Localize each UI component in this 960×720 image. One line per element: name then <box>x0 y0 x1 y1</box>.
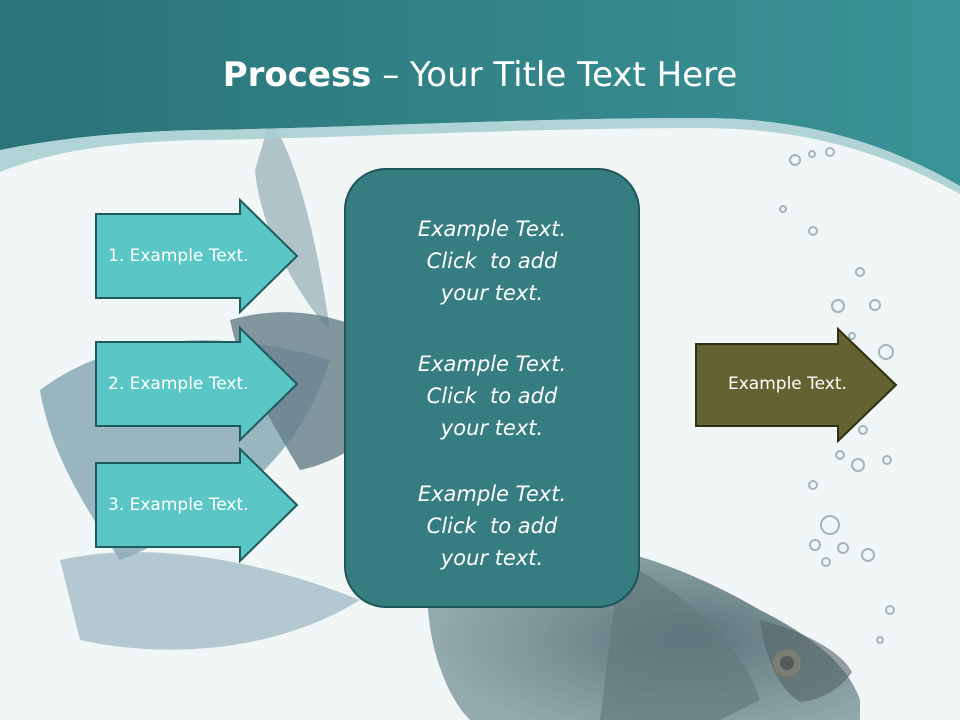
process-arrow-2-label: 2. Example Text. <box>108 374 249 394</box>
process-arrow-3[interactable] <box>94 447 300 563</box>
center-paragraph-1-line-3: your text. <box>440 281 544 305</box>
center-paragraph-1-line-1: Example Text. <box>417 217 567 241</box>
center-paragraph-2-line-1: Example Text. <box>417 352 567 376</box>
result-arrow[interactable] <box>694 327 900 443</box>
center-paragraph-2-line-3: your text. <box>440 416 544 440</box>
header-band <box>0 0 960 186</box>
process-arrow-2[interactable] <box>94 326 300 442</box>
result-arrow-label: Example Text. <box>728 374 847 394</box>
title-rest: – Your Title Text Here <box>371 55 738 95</box>
title-bold: Process <box>222 55 372 95</box>
center-paragraph-3-line-3: your text. <box>440 546 544 570</box>
center-paragraph-2-line-2: Click to add <box>426 384 558 408</box>
center-paragraph-3: Example Text. Click to add your text. <box>344 478 640 574</box>
center-text-box[interactable] <box>344 168 640 608</box>
process-arrow-1-label: 1. Example Text. <box>108 246 249 266</box>
center-paragraph-3-line-2: Click to add <box>426 514 558 538</box>
center-paragraph-1: Example Text. Click to add your text. <box>344 213 640 309</box>
process-arrow-3-label: 3. Example Text. <box>108 495 249 515</box>
page-title: Process – Your Title Text Here <box>0 52 960 98</box>
center-paragraph-1-line-2: Click to add <box>426 249 558 273</box>
process-arrow-1[interactable] <box>94 198 300 314</box>
bubbles <box>779 147 895 644</box>
center-paragraph-2: Example Text. Click to add your text. <box>344 348 640 444</box>
center-paragraph-3-line-1: Example Text. <box>417 482 567 506</box>
header-wave <box>0 118 960 194</box>
